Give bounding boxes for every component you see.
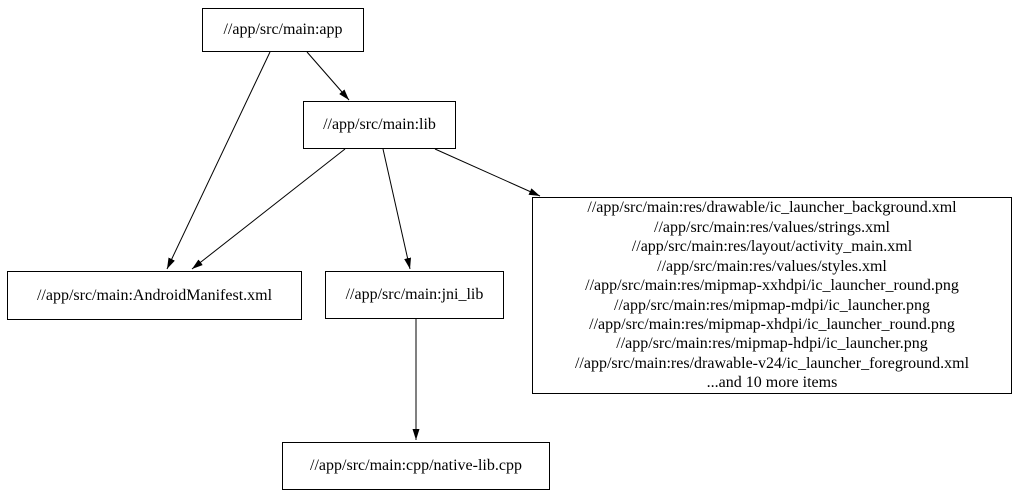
edge-lib-to-res-group bbox=[434, 148, 541, 197]
edge-lib-to-jni-lib bbox=[382, 148, 411, 270]
res-group-line: //app/src/main:res/values/strings.xml bbox=[654, 218, 890, 236]
res-group-line: //app/src/main:res/layout/activity_main.… bbox=[631, 238, 913, 256]
res-group-line: //app/src/main:res/drawable/ic_launcher_… bbox=[587, 199, 957, 217]
node-app: //app/src/main:app bbox=[202, 8, 364, 52]
edge-lib-to-manifest bbox=[191, 148, 346, 270]
res-group-line: //app/src/main:res/drawable-v24/ic_launc… bbox=[574, 354, 970, 372]
res-group-line: //app/src/main:res/mipmap-mdpi/ic_launch… bbox=[614, 296, 930, 314]
res-group-line: //app/src/main:res/mipmap-xhdpi/ic_launc… bbox=[589, 315, 955, 333]
res-group-line-more: ...and 10 more items bbox=[706, 374, 838, 392]
node-android-manifest: //app/src/main:AndroidManifest.xml bbox=[7, 271, 302, 320]
edge-app-to-lib bbox=[306, 51, 350, 101]
edge-app-to-manifest bbox=[166, 51, 271, 270]
res-group-line: //app/src/main:res/mipmap-xxhdpi/ic_laun… bbox=[585, 277, 959, 295]
node-lib: //app/src/main:lib bbox=[303, 101, 456, 149]
node-native-lib: //app/src/main:cpp/native-lib.cpp bbox=[282, 442, 550, 490]
node-jni-lib: //app/src/main:jni_lib bbox=[325, 271, 504, 319]
res-group-line: //app/src/main:res/mipmap-hdpi/ic_launch… bbox=[616, 335, 928, 353]
res-group-line: //app/src/main:res/values/styles.xml bbox=[657, 257, 887, 275]
node-res-group: //app/src/main:res/drawable/ic_launcher_… bbox=[532, 197, 1012, 394]
